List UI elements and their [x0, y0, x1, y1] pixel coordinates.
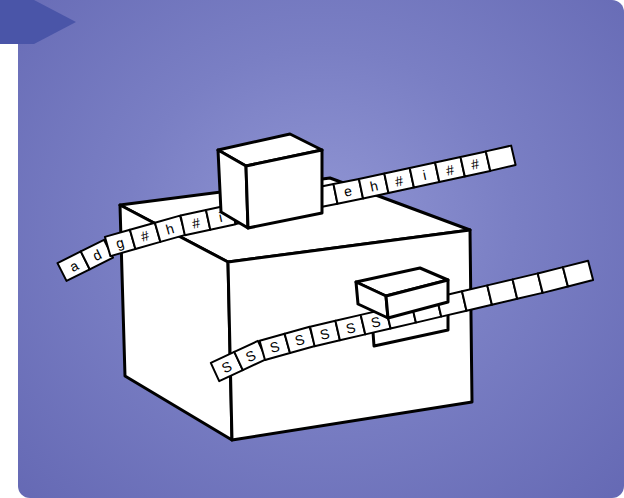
input-tape-cell [384, 168, 414, 193]
read-head-front [246, 150, 322, 228]
write-head-lid-front [386, 280, 448, 318]
machine-front-face [228, 230, 472, 440]
input-tape-cell [486, 146, 516, 171]
input-tape-cell [359, 174, 389, 199]
corner-arrow [0, 0, 76, 44]
read-head-side [218, 150, 248, 228]
write-head-lid-side [356, 282, 388, 318]
machine-side-face [120, 205, 232, 440]
input-tape-cell [410, 163, 440, 188]
output-tape-cell [563, 261, 593, 287]
input-tape-cell [334, 179, 364, 204]
